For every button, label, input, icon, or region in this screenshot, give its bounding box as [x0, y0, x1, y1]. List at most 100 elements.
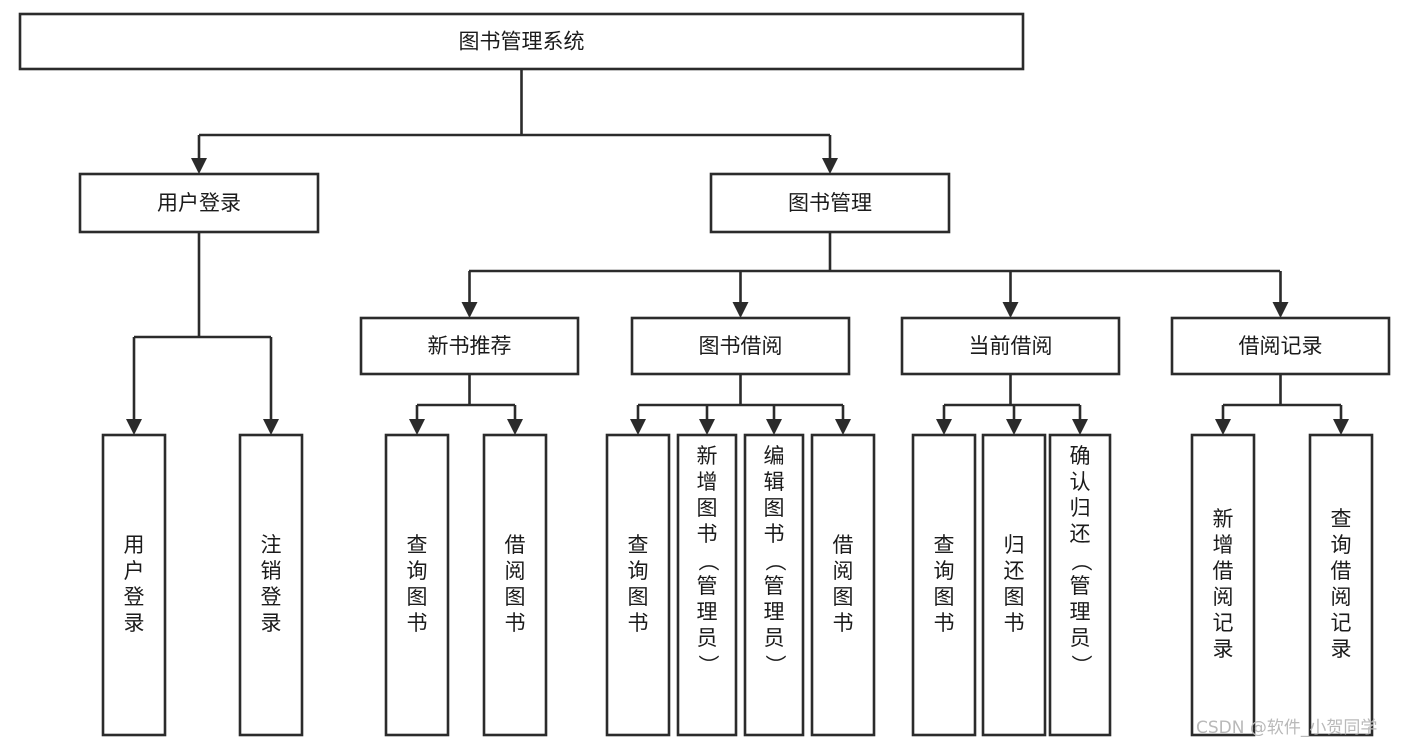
- svg-text:询: 询: [1331, 533, 1352, 557]
- svg-text:图: 图: [934, 585, 955, 609]
- bus-book-borrow-to-leaf-borrow-book-arrowhead: [835, 419, 851, 435]
- node-borrow-record-rect: [1170, 316, 1391, 376]
- svg-text:理: 理: [697, 600, 718, 624]
- node-book-borrow-rect: [630, 316, 851, 376]
- svg-text:阅: 阅: [1213, 585, 1234, 609]
- bus-book-manage-to-new-book-recommend-arrowhead: [461, 302, 478, 318]
- node-leaf-user-login[interactable]: 用户登录: [101, 433, 167, 737]
- svg-text:图: 图: [1004, 585, 1025, 609]
- node-book-borrow-label: 图书借阅: [699, 334, 783, 358]
- svg-text:注: 注: [261, 533, 282, 557]
- svg-text:记: 记: [1213, 611, 1234, 635]
- bus-new-book-to-leaf-borrow-book-new-arrowhead: [507, 419, 523, 435]
- svg-text:认: 认: [1070, 470, 1091, 494]
- node-leaf-borrow-book-new-rect: [482, 433, 548, 737]
- svg-text:员: 员: [697, 626, 718, 650]
- svg-text:借: 借: [833, 533, 854, 557]
- svg-text:借: 借: [505, 533, 526, 557]
- node-book-borrow[interactable]: 图书借阅: [630, 316, 851, 376]
- svg-text:增: 增: [1213, 533, 1234, 557]
- bus-book-borrow-to-leaf-add-book-admin-arrowhead: [699, 419, 715, 435]
- node-book-manage[interactable]: 图书管理: [709, 172, 951, 234]
- svg-text:询: 询: [407, 559, 428, 583]
- svg-text:书: 书: [628, 611, 649, 635]
- svg-text:书: 书: [764, 522, 785, 546]
- node-borrow-record-label: 借阅记录: [1239, 334, 1323, 358]
- svg-text:图: 图: [697, 496, 718, 520]
- node-user-login-label: 用户登录: [157, 191, 241, 215]
- node-leaf-add-borrow-record-rect: [1190, 433, 1256, 737]
- svg-text:书: 书: [934, 611, 955, 635]
- node-leaf-borrow-book-rect: [810, 433, 876, 737]
- bus-user-login-to-leaf-user-logout-arrowhead: [263, 419, 279, 435]
- svg-text:还: 还: [1070, 522, 1091, 546]
- svg-text:书: 书: [1004, 611, 1025, 635]
- bus-new-book-to-leaf-query-book-new-arrowhead: [409, 419, 425, 435]
- svg-text:户: 户: [124, 559, 145, 583]
- svg-text:归: 归: [1070, 496, 1091, 520]
- svg-text:销: 销: [261, 559, 282, 583]
- svg-text:）: ）: [1069, 655, 1093, 676]
- node-layer: 图书管理系统用户登录图书管理新书推荐图书借阅当前借阅借阅记录用户登录注销登录查询…: [18, 12, 1391, 737]
- svg-text:归: 归: [1004, 533, 1025, 557]
- svg-text:借: 借: [1331, 559, 1352, 583]
- node-new-book-recommend[interactable]: 新书推荐: [359, 316, 580, 376]
- bus-current-borrow-to-leaf-return-book-arrowhead: [1006, 419, 1022, 435]
- bus-book-borrow-to-leaf-query-book-borrow-arrowhead: [630, 419, 646, 435]
- connector-layer: [126, 69, 1349, 435]
- node-leaf-query-borrow-record-rect: [1308, 433, 1374, 737]
- node-root-rect: [18, 12, 1025, 71]
- svg-text:（: （: [696, 551, 720, 572]
- svg-text:）: ）: [763, 655, 787, 676]
- node-root[interactable]: 图书管理系统: [18, 12, 1025, 71]
- node-leaf-user-login-label: 用户登录: [124, 533, 145, 635]
- node-borrow-record[interactable]: 借阅记录: [1170, 316, 1391, 376]
- bus-root-to-user-login-arrowhead: [191, 158, 207, 174]
- svg-text:辑: 辑: [764, 470, 785, 494]
- node-leaf-edit-book-admin-rect: [743, 433, 805, 737]
- node-leaf-return-book-rect: [981, 433, 1047, 737]
- svg-text:管: 管: [764, 574, 785, 598]
- bus-user-login-to-leaf-user-login-arrowhead: [126, 419, 142, 435]
- node-current-borrow[interactable]: 当前借阅: [900, 316, 1121, 376]
- bus-book-manage-to-book-borrow-arrowhead: [732, 302, 749, 318]
- svg-text:确: 确: [1070, 444, 1091, 468]
- svg-text:借: 借: [1213, 559, 1234, 583]
- svg-text:图: 图: [833, 585, 854, 609]
- svg-text:编: 编: [764, 444, 785, 468]
- bus-book-borrow-to-leaf-edit-book-admin-arrowhead: [766, 419, 782, 435]
- node-user-login[interactable]: 用户登录: [78, 172, 320, 234]
- svg-text:书: 书: [697, 522, 718, 546]
- node-root-label: 图书管理系统: [459, 30, 585, 54]
- svg-text:管: 管: [697, 574, 718, 598]
- node-leaf-query-book-borrow-rect: [605, 433, 671, 737]
- node-current-borrow-rect: [900, 316, 1121, 376]
- bus-root-to-book-manage-arrowhead: [822, 158, 838, 174]
- node-leaf-user-logout-rect: [238, 433, 304, 737]
- node-leaf-user-login-rect: [101, 433, 167, 737]
- svg-text:图: 图: [628, 585, 649, 609]
